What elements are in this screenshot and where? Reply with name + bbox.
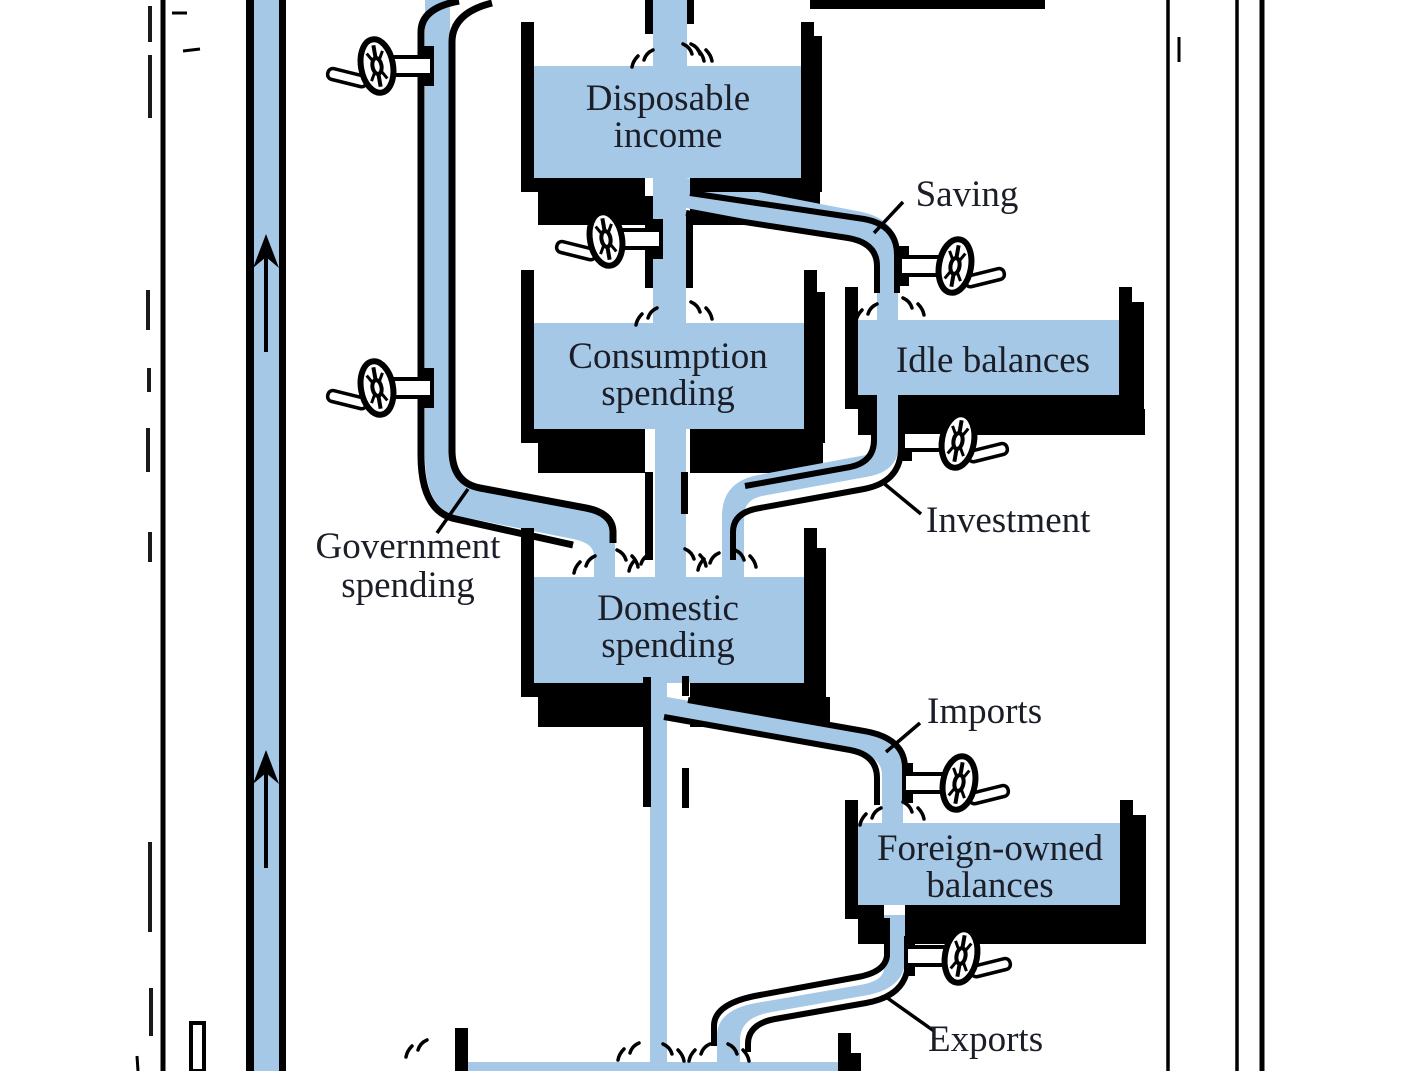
exports-label: Exports [928, 1019, 1043, 1060]
investment-label: Investment [926, 500, 1091, 541]
tank-domestic-spending [521, 528, 817, 697]
government-spending-label-line1: Government [316, 526, 502, 567]
bottom-left-stub [189, 1021, 206, 1071]
return-pipe-liquid [254, 0, 279, 1071]
tank-disposable-income [521, 22, 814, 192]
valve-saving [898, 237, 1005, 296]
exports-pointer [884, 995, 936, 1033]
domestic-spending-label-line1: Domestic [597, 588, 739, 629]
saving-label: Saving [916, 174, 1019, 215]
disposable-income-liquid [534, 66, 801, 178]
domestic-spending-liquid [534, 577, 804, 683]
tank-consumption-spending [521, 270, 817, 443]
tank-idle-balances [845, 287, 1132, 409]
tank-bottom [455, 1028, 851, 1071]
tank-liquids [455, 66, 1120, 1071]
disposable-income-label-line1: Disposable [586, 78, 750, 119]
tank-foreign-owned-balances [845, 800, 1133, 919]
income-feed-stream [653, 0, 687, 70]
consumption-spending-label-line1: Consumption [568, 336, 767, 377]
foreign-owned-label-line2: balances [926, 865, 1053, 906]
consumption-spending-label-line2: spending [601, 373, 735, 414]
consumption-spending-liquid [534, 323, 804, 429]
investment-channel-liquid [722, 395, 898, 577]
foreign-owned-liquid [858, 823, 1120, 905]
pipe-walls [417, 0, 911, 1052]
pointer-lines [435, 200, 936, 1033]
idle-balances-liquid [858, 320, 1119, 395]
domestic-spending-label-line2: spending [601, 625, 735, 666]
valve-imports [902, 754, 1009, 813]
domestic-center-stream [655, 425, 686, 577]
imports-pointer [884, 721, 922, 754]
disposable-income-label-line2: income [614, 115, 723, 156]
labels: Disposable income Consumption spending I… [316, 78, 1104, 1060]
right-boundary-lines [1166, 0, 1265, 1071]
left-boundary-lines [135, 0, 206, 1071]
bottom-tank-liquid [455, 1062, 851, 1071]
investment-pointer [879, 479, 923, 516]
top-right-bar [810, 0, 1045, 9]
government-pipe-liquid [425, 0, 615, 577]
government-spending-label-line2: spending [341, 565, 475, 606]
government-pointer [435, 487, 470, 535]
foreign-owned-label-line1: Foreign-owned [877, 828, 1104, 869]
return-pipe [246, 0, 286, 1071]
bottom-center-stream [650, 680, 667, 1063]
saving-pointer [872, 200, 905, 235]
idle-balances-label: Idle balances [896, 340, 1090, 381]
imports-label: Imports [927, 691, 1042, 732]
tank-walls [455, 22, 1133, 1071]
